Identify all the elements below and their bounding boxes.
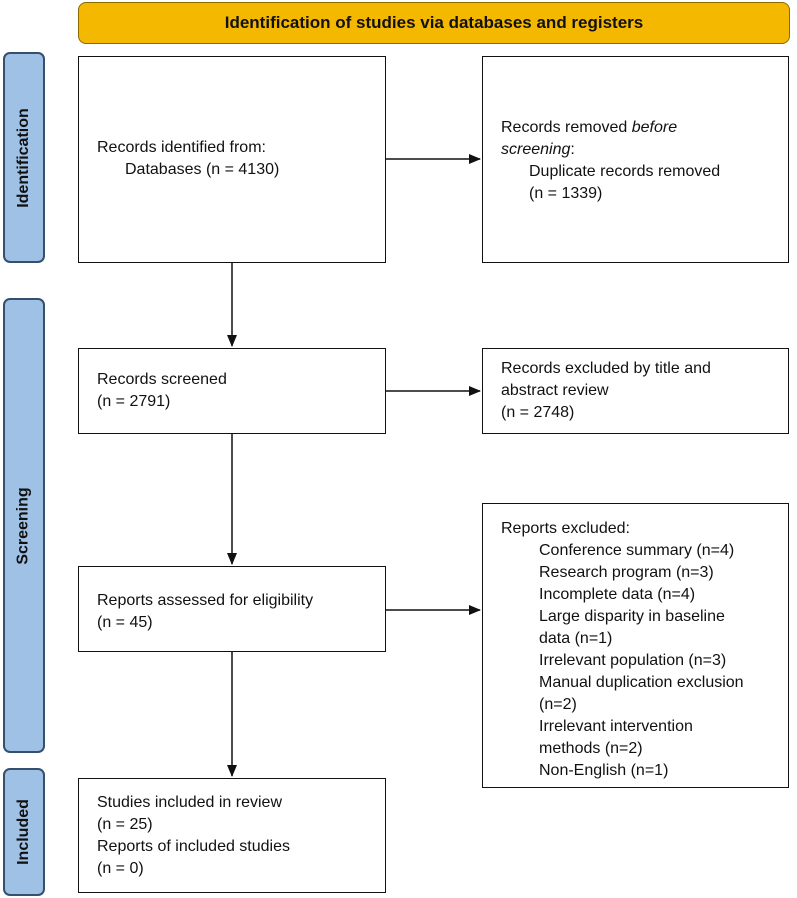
- records-removed-box: Records removed before screening: Duplic…: [482, 56, 789, 263]
- excluded-reason: Irrelevant intervention: [539, 718, 693, 735]
- stage-screening-label: Screening: [15, 486, 33, 565]
- reports-excluded-heading: Reports excluded:: [501, 520, 630, 537]
- stage-identification-label: Identification: [15, 107, 32, 208]
- studies-included-count: (n = 25): [97, 816, 153, 833]
- records-excluded-count: (n = 2748): [501, 404, 575, 421]
- studies-included-label: Studies included in review: [97, 794, 282, 811]
- reports-assessed-count: (n = 45): [97, 614, 153, 631]
- stage-included-label: Included: [15, 799, 32, 865]
- duplicate-records-label: Duplicate records removed: [529, 163, 721, 180]
- reports-excluded-box: Reports excluded: Conference summary (n=…: [482, 503, 789, 788]
- reports-assessed-box: Reports assessed for eligibility (n = 45…: [78, 566, 386, 652]
- duplicate-records-count: (n = 1339): [529, 185, 603, 202]
- header-banner: Identification of studies via databases …: [78, 2, 790, 44]
- excluded-reason: Irrelevant population (n=3): [539, 652, 727, 669]
- studies-included-box: Studies included in review (n = 25) Repo…: [78, 778, 386, 893]
- records-excluded-line2: abstract review: [501, 382, 609, 399]
- reports-included-label: Reports of included studies: [97, 838, 290, 855]
- stage-identification: Identification: [3, 52, 45, 263]
- reports-assessed-label: Reports assessed for eligibility: [97, 592, 314, 609]
- excluded-reason: methods (n=2): [539, 740, 643, 757]
- records-identified-label: Records identified from:: [97, 139, 266, 156]
- records-removed-line1: Records removed before: [501, 119, 678, 136]
- stage-included: Included: [3, 768, 45, 896]
- excluded-reason: Manual duplication exclusion: [539, 674, 744, 691]
- records-removed-line2: screening:: [501, 141, 575, 158]
- reports-included-count: (n = 0): [97, 860, 144, 877]
- excluded-reason: Conference summary (n=4): [539, 542, 735, 559]
- excluded-reason: (n=2): [539, 696, 577, 713]
- records-excluded-box: Records excluded by title and abstract r…: [482, 348, 789, 434]
- databases-count: Databases (n = 4130): [125, 161, 280, 178]
- excluded-reason: data (n=1): [539, 630, 613, 647]
- excluded-reason: Research program (n=3): [539, 564, 714, 581]
- records-screened-box: Records screened (n = 2791): [78, 348, 386, 434]
- header-title: Identification of studies via databases …: [224, 13, 644, 32]
- records-screened-label: Records screened: [97, 371, 227, 388]
- excluded-reason: Incomplete data (n=4): [539, 586, 696, 603]
- stage-screening: Screening: [3, 298, 45, 753]
- excluded-reason: Non-English (n=1): [539, 762, 669, 779]
- records-screened-count: (n = 2791): [97, 393, 171, 410]
- records-identified-box: Records identified from: Databases (n = …: [78, 56, 386, 263]
- records-excluded-line1: Records excluded by title and: [501, 360, 711, 377]
- excluded-reason: Large disparity in baseline: [539, 608, 725, 625]
